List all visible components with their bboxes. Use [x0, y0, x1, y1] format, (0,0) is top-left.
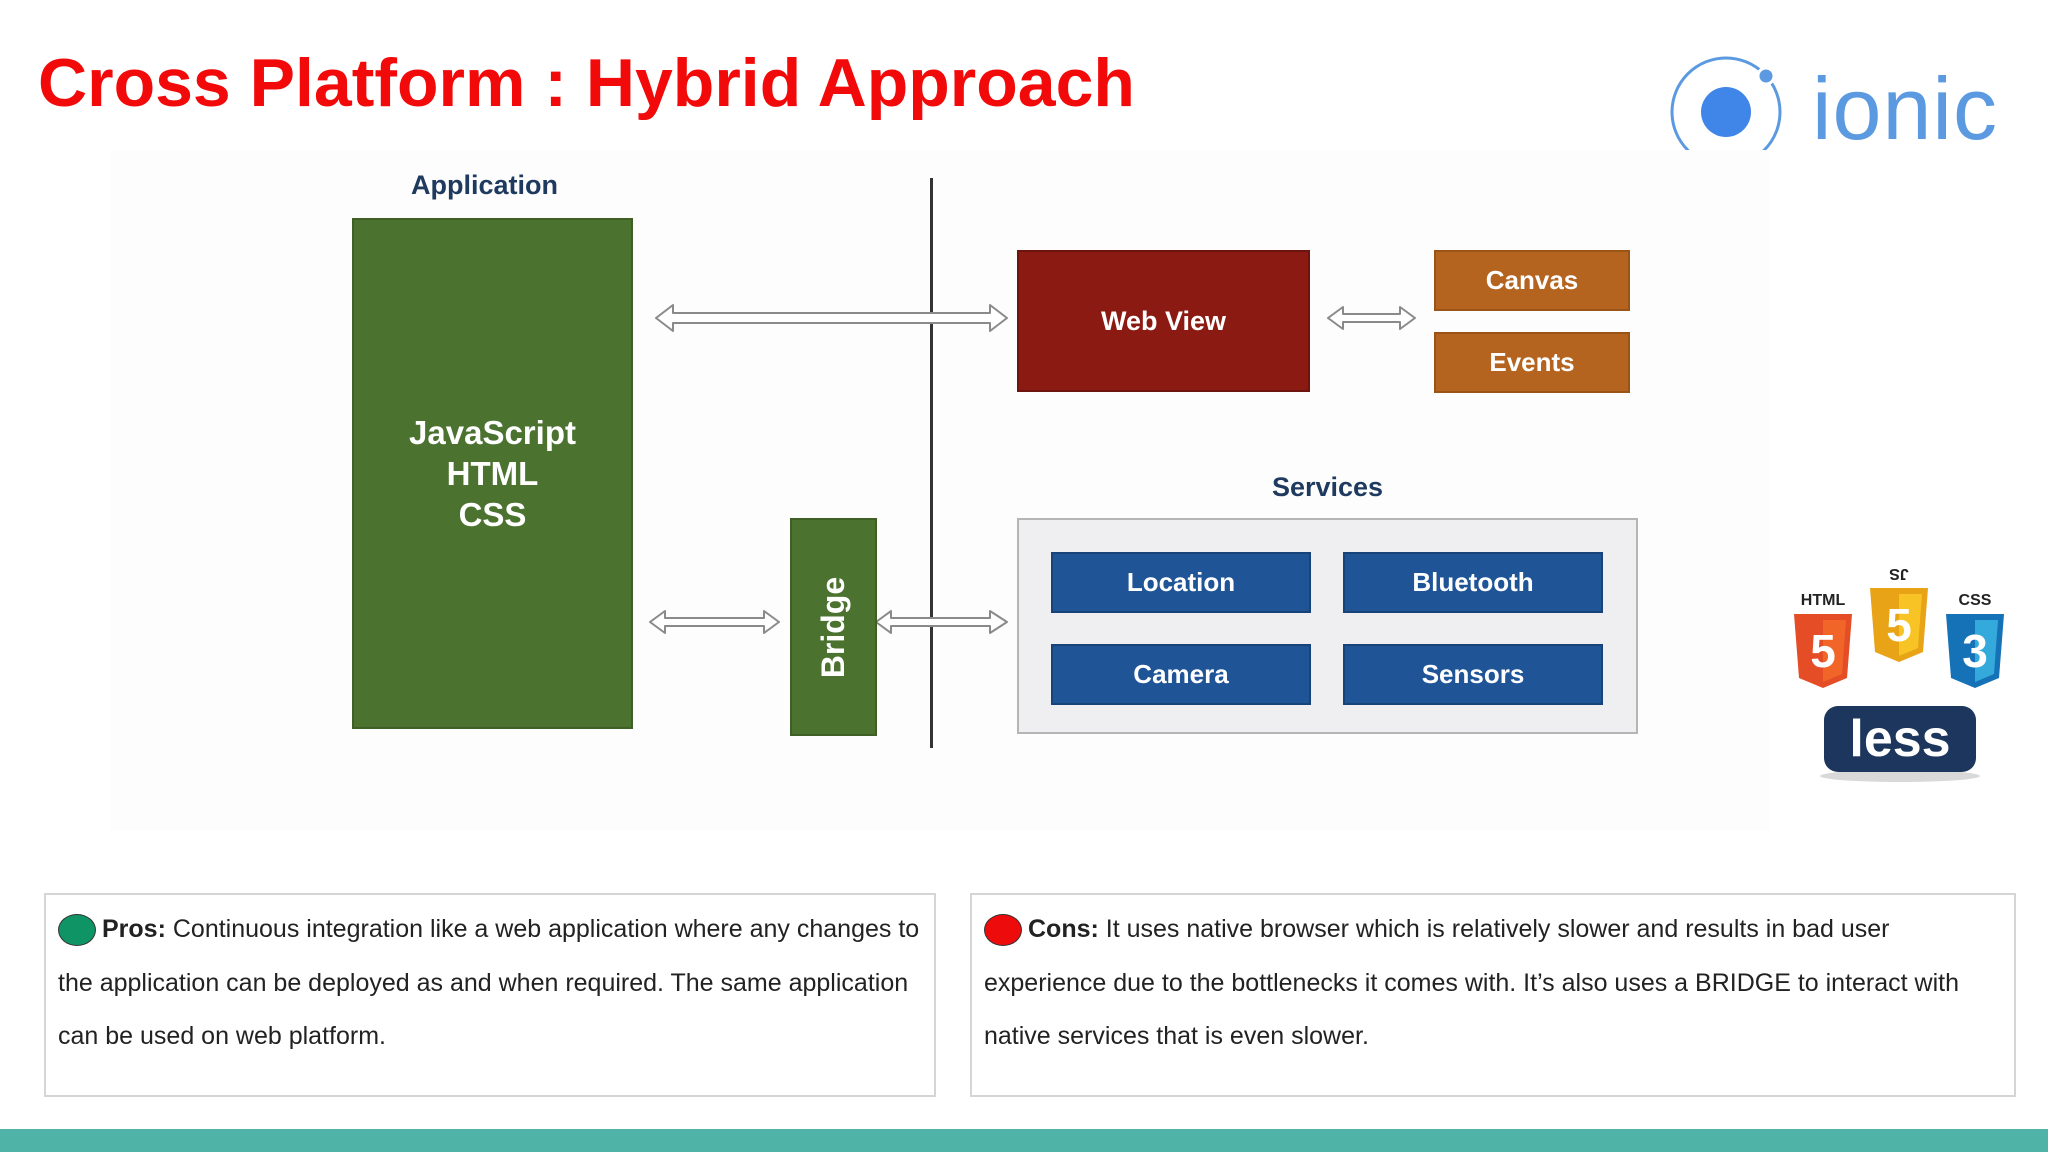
js-badge-label: JS — [1889, 565, 1909, 582]
pros-indicator-dot-icon — [58, 914, 96, 947]
js-badge-number: 5 — [1886, 599, 1912, 651]
app-line-javascript: JavaScript — [409, 414, 576, 451]
pros-text: Continuous integration like a web applic… — [58, 915, 920, 1050]
ionic-logo-icon — [1670, 56, 1782, 166]
bridge-box: Bridge — [790, 518, 877, 736]
css-badge-number: 3 — [1962, 625, 1988, 677]
pros-label: Pros: — [102, 915, 166, 943]
canvas-box: Canvas — [1434, 250, 1630, 311]
events-box: Events — [1434, 332, 1630, 393]
pros-card: Pros: Continuous integration like a web … — [44, 893, 936, 1097]
html-badge-number: 5 — [1810, 625, 1836, 677]
cons-text: It uses native browser which is relative… — [984, 915, 1960, 1050]
service-location: Location — [1051, 552, 1311, 613]
application-box: JavaScript HTML CSS — [352, 218, 633, 729]
app-line-css: CSS — [458, 496, 527, 533]
platform-divider-line — [930, 178, 933, 748]
webview-box: Web View — [1017, 250, 1310, 392]
cons-indicator-dot-icon — [984, 914, 1022, 947]
double-arrow-app-bridge — [649, 610, 780, 634]
double-arrow-webview-canvas — [1327, 306, 1416, 330]
double-arrow-app-webview — [655, 304, 1008, 332]
footer-bar — [0, 1129, 2048, 1152]
double-arrow-bridge-services — [875, 610, 1008, 634]
cons-label: Cons: — [1028, 915, 1099, 943]
html-badge-label: HTML — [1800, 592, 1846, 609]
application-label: Application — [411, 170, 558, 200]
app-line-html: HTML — [446, 455, 539, 492]
service-bluetooth: Bluetooth — [1343, 552, 1603, 613]
cons-card: Cons: It uses native browser which is re… — [970, 893, 2016, 1097]
css-badge-label: CSS — [1958, 592, 1992, 609]
css3-shield-icon: 3 — [1946, 614, 2004, 688]
services-label: Services — [1271, 472, 1384, 502]
html5-shield-icon: 5 — [1794, 614, 1852, 688]
less-logo-icon: less — [1820, 706, 1980, 782]
slide-title: Cross Platform : Hybrid Approach — [38, 45, 1135, 121]
bridge-label: Bridge — [815, 576, 851, 678]
service-sensors: Sensors — [1343, 644, 1603, 705]
ionic-wordmark: ionic — [1812, 59, 1998, 158]
service-camera: Camera — [1051, 644, 1311, 705]
less-logo-text: less — [1849, 710, 1950, 768]
js5-shield-icon: 5 — [1870, 588, 1928, 662]
